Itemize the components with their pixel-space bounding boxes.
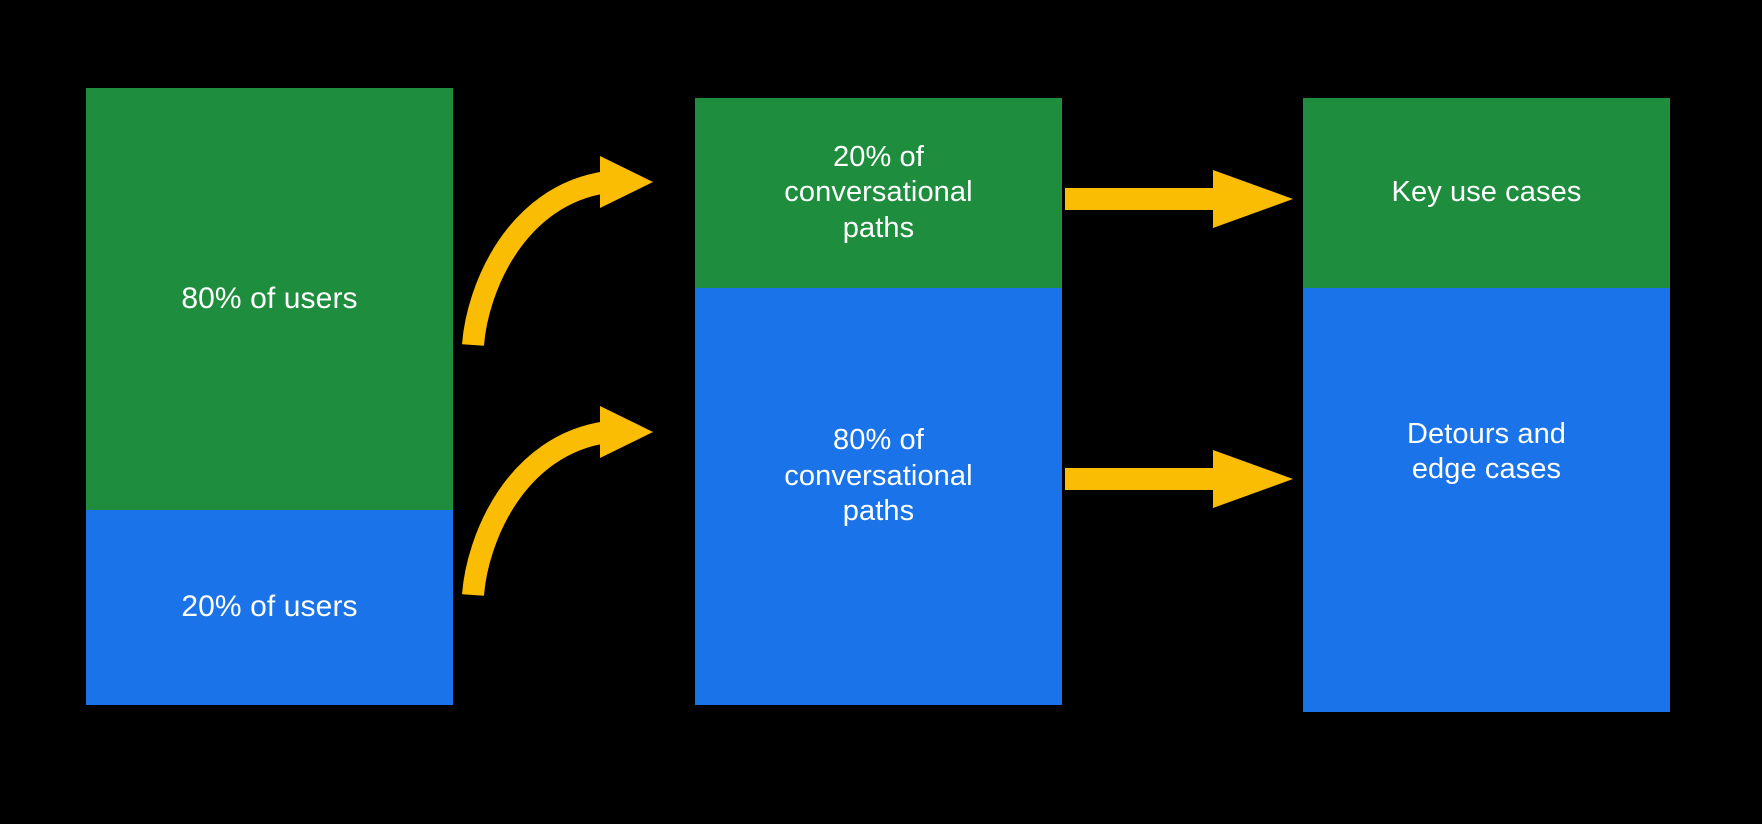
segment-key-use-cases: Key use cases: [1303, 98, 1670, 288]
arrow-curved-top-head: [600, 156, 653, 208]
segment-label: 80% of users: [181, 281, 358, 315]
column-outcomes: Key use cases Detours and edge cases: [1303, 98, 1670, 712]
segment-paths-blue: 80% of conversational paths: [695, 288, 1062, 705]
segment-label: 80% of conversational paths: [784, 424, 973, 528]
arrow-straight-top: [1065, 170, 1293, 228]
arrow-straight-bottom: [1065, 450, 1293, 508]
column-conversational-paths: 20% of conversational paths 80% of conve…: [695, 98, 1062, 705]
segment-label: Detours and edge cases: [1406, 417, 1567, 485]
segment-label: 20% of conversational paths: [784, 140, 973, 244]
segment-label: Key use cases: [1391, 176, 1582, 209]
arrow-straight-top-body: [1065, 170, 1293, 228]
arrow-curved-bottom-head: [600, 406, 653, 458]
segment-paths-green: 20% of conversational paths: [695, 98, 1062, 288]
segment-label: 20% of users: [181, 590, 358, 624]
arrow-curved-bottom: [462, 406, 653, 597]
segment-users-blue: 20% of users: [86, 510, 453, 705]
segment-detours-edge-cases: Detours and edge cases: [1303, 288, 1670, 712]
column-users: 80% of users 20% of users: [86, 88, 453, 705]
segment-users-green: 80% of users: [86, 88, 453, 510]
arrow-curved-top-shaft: [462, 171, 609, 347]
arrow-straight-bottom-body: [1065, 450, 1293, 508]
arrow-curved-bottom-shaft: [462, 421, 609, 597]
arrow-curved-top: [462, 156, 653, 347]
